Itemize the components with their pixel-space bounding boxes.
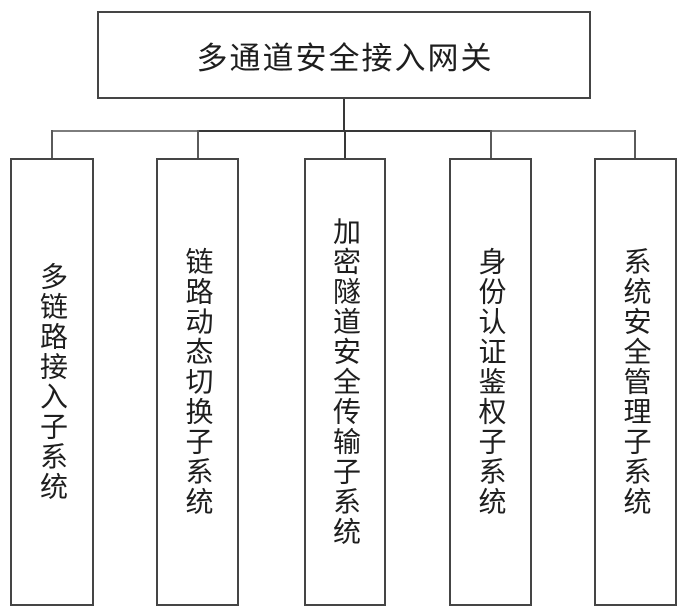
child-node-label: 链路动态切换子系统 <box>182 247 214 517</box>
child-node-link-dynamic-switching: 链路动态切换子系统 <box>156 158 239 606</box>
child-node-identity-authentication: 身份认证鉴权子系统 <box>449 158 532 606</box>
connector-drop-3 <box>344 130 346 160</box>
child-node-multilink-access: 多链路接入子系统 <box>10 158 94 606</box>
child-node-label: 加密隧道安全传输子系统 <box>330 217 361 547</box>
connector-drop-4 <box>490 130 492 160</box>
child-node-label: 系统安全管理子系统 <box>620 247 652 517</box>
root-node-gateway: 多通道安全接入网关 <box>97 11 591 99</box>
connector-drop-5 <box>634 130 636 160</box>
child-node-label: 身份认证鉴权子系统 <box>475 247 507 517</box>
connector-drop-1 <box>51 130 53 160</box>
child-node-label: 多链路接入子系统 <box>37 262 68 502</box>
child-node-encrypted-tunnel-transmission: 加密隧道安全传输子系统 <box>304 158 386 606</box>
connector-drop-2 <box>197 130 199 160</box>
root-node-label: 多通道安全接入网关 <box>196 40 494 76</box>
child-node-system-security-management: 系统安全管理子系统 <box>594 158 677 606</box>
connector-root-stem <box>343 99 345 132</box>
